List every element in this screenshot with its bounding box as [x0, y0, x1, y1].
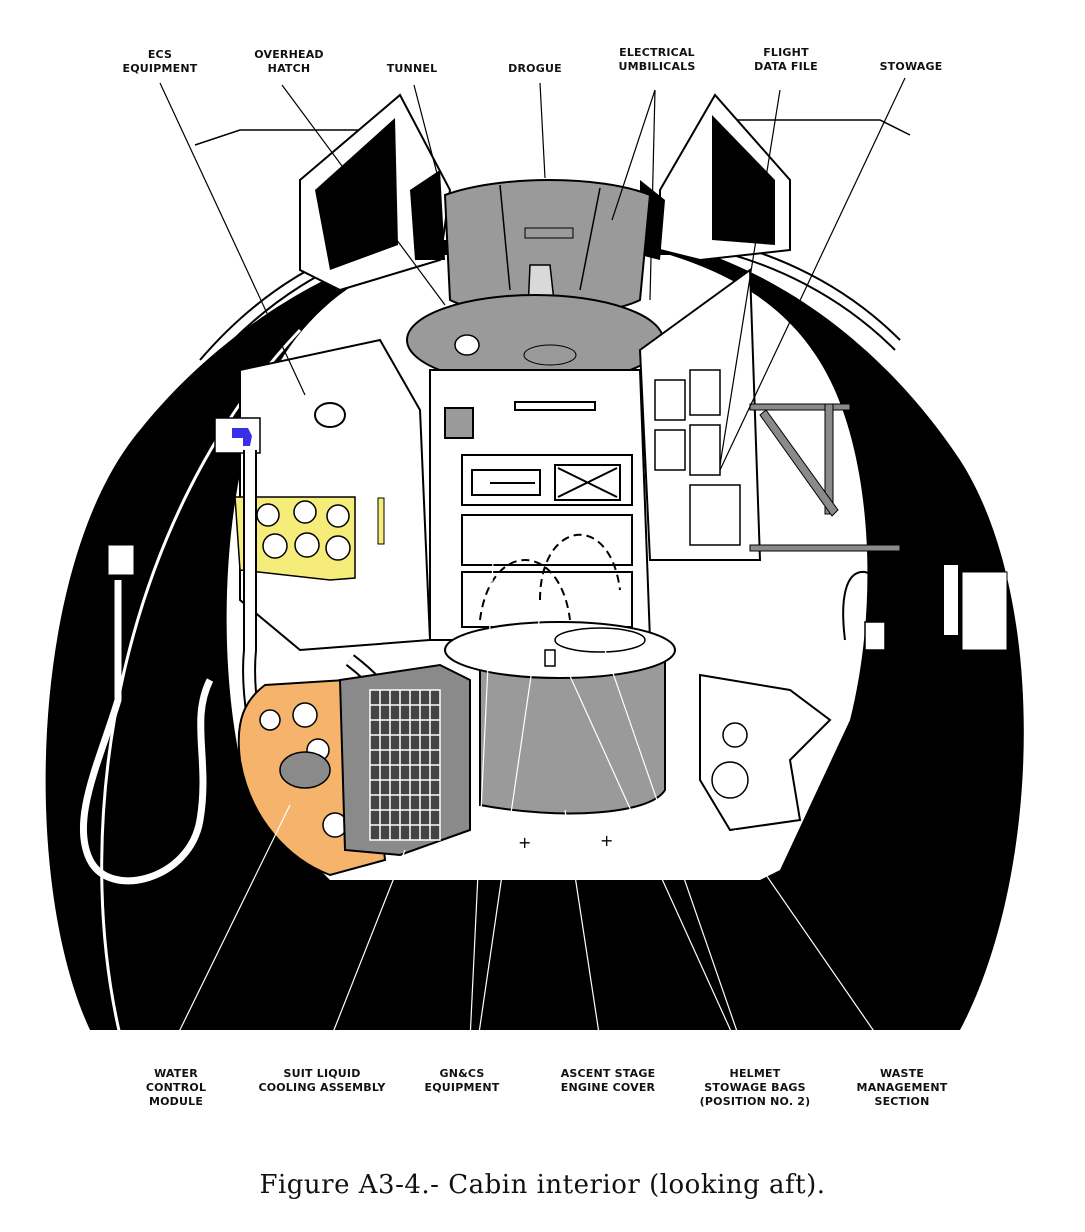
- label-line: ENGINE COVER: [560, 1081, 656, 1094]
- label-line: COOLING ASSEMBLY: [258, 1081, 386, 1094]
- label-suit-liquid-cooling-assembly: SUIT LIQUID COOLING ASSEMBLY: [258, 1067, 385, 1095]
- label-drogue: DROGUE: [508, 62, 562, 76]
- label-line: GN&CS: [439, 1067, 485, 1080]
- label-line: SUIT LIQUID: [283, 1067, 361, 1080]
- label-helmet-stowage-bags: HELMET STOWAGE BAGS (POSITION NO. 2): [700, 1067, 811, 1109]
- cooling-grille: [369, 689, 441, 841]
- label-line: HATCH: [267, 62, 311, 75]
- label-line: MANAGEMENT: [856, 1081, 948, 1094]
- bulkhead-box: [444, 407, 474, 439]
- gncs-panel-upper: [461, 454, 633, 506]
- stowage-frame: [749, 403, 901, 552]
- label-flight-data-file: FLIGHT DATA FILE: [754, 46, 818, 74]
- left-hose-loop: [79, 580, 214, 885]
- label-stowage: STOWAGE: [880, 60, 943, 74]
- label-line: FLIGHT: [763, 46, 809, 59]
- gncs-panel-lower: [461, 571, 633, 628]
- label-line: (POSITION NO. 2): [699, 1095, 811, 1108]
- cabin-floor: [320, 870, 780, 880]
- svg-text:+: +: [518, 833, 531, 852]
- label-water-control-module: WATER CONTROL MODULE: [146, 1067, 206, 1109]
- label-line: DATA FILE: [754, 60, 818, 73]
- label-line: EQUIPMENT: [122, 62, 198, 75]
- label-line: ELECTRICAL: [619, 46, 695, 59]
- label-line: UMBILICALS: [618, 60, 696, 73]
- top-leader-lines: [159, 77, 906, 471]
- label-waste-management-section: WASTE MANAGEMENT SECTION: [857, 1067, 948, 1109]
- svg-text:+: +: [600, 831, 613, 850]
- bottom-leader-lines: [174, 519, 881, 1041]
- label-line: SECTION: [874, 1095, 930, 1108]
- connector-blue: [232, 428, 252, 446]
- helmet-bag-outline: [479, 559, 571, 621]
- label-line: ECS: [147, 48, 173, 61]
- label-line: ASCENT STAGE: [560, 1067, 656, 1080]
- label-overhead-hatch: OVERHEAD HATCH: [254, 48, 324, 76]
- label-tunnel: TUNNEL: [387, 62, 438, 76]
- label-line: OVERHEAD: [254, 48, 324, 61]
- label-line: STOWAGE BAGS: [704, 1081, 806, 1094]
- label-electrical-umbilicals: ELECTRICAL UMBILICALS: [619, 46, 696, 74]
- label-line: EQUIPMENT: [424, 1081, 500, 1094]
- right-wall-unit: [961, 571, 1008, 651]
- label-line: STOWAGE: [879, 60, 943, 73]
- ecs-wall: [239, 338, 432, 652]
- gncs-panel-middle: [461, 514, 633, 566]
- label-line: WASTE: [879, 1067, 925, 1080]
- label-line: MODULE: [148, 1095, 204, 1108]
- hatch-handle: [454, 334, 480, 356]
- label-ascent-stage-engine-cover: ASCENT STAGE ENGINE COVER: [561, 1067, 656, 1095]
- figure-caption: Figure A3-4.- Cabin interior (looking af…: [259, 1170, 826, 1200]
- label-line: DROGUE: [508, 62, 562, 75]
- label-line: CONTROL: [145, 1081, 207, 1094]
- label-line: HELMET: [729, 1067, 781, 1080]
- label-ecs-equipment: ECS EQUIPMENT: [123, 48, 198, 76]
- label-gncs-equipment: GN&CS EQUIPMENT: [425, 1067, 500, 1095]
- label-line: WATER: [154, 1067, 198, 1080]
- label-line: TUNNEL: [386, 62, 438, 75]
